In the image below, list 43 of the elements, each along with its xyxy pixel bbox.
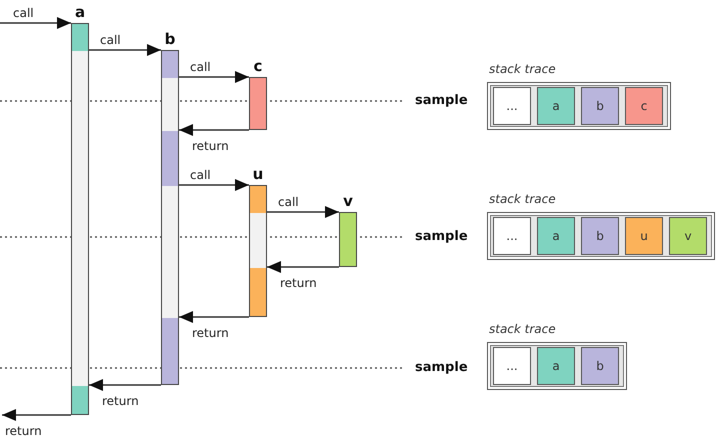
edge-label: call (189, 60, 212, 74)
arrow (267, 206, 339, 218)
edge-label: call (277, 195, 300, 209)
arrow (179, 124, 249, 136)
edge-label: return (4, 424, 43, 438)
sample-label: sample (415, 360, 468, 376)
stack-frame: b (581, 217, 619, 255)
edge-label: return (101, 394, 140, 408)
function-name: c (252, 58, 264, 74)
stack-trace-heading: stack trace (489, 192, 556, 206)
stack-frame: a (537, 347, 575, 385)
arrow (89, 44, 161, 56)
stack-frame: b (581, 87, 619, 125)
stack-frame: ... (493, 217, 531, 255)
function-name: v (342, 193, 354, 209)
stack-frame: u (625, 217, 663, 255)
sample-label: sample (415, 229, 468, 245)
arrow (267, 261, 339, 273)
arrow (179, 71, 249, 83)
edge-label: call (189, 168, 212, 182)
stack-trace-heading: stack trace (489, 322, 556, 336)
stack-frame: ... (493, 87, 531, 125)
sample-label: sample (415, 93, 468, 109)
stack-trace-heading: stack trace (489, 62, 556, 76)
arrow (179, 311, 249, 323)
stack-frame: ... (493, 347, 531, 385)
edge-label: return (191, 139, 230, 153)
arrow (179, 179, 249, 191)
edge-label: call (99, 33, 122, 47)
arrow (0, 17, 71, 29)
stack-frame: v (669, 217, 707, 255)
arrow (2, 409, 71, 421)
stack-frame: b (581, 347, 619, 385)
edge-label: return (279, 276, 318, 290)
function-name: b (164, 31, 176, 47)
stack-frame: a (537, 217, 575, 255)
stack-frame: c (625, 87, 663, 125)
function-name: a (74, 4, 86, 20)
arrow (89, 379, 161, 391)
edge-label: return (191, 326, 230, 340)
function-name: u (252, 166, 264, 182)
edge-label: call (12, 6, 35, 20)
stack-frame: a (537, 87, 575, 125)
